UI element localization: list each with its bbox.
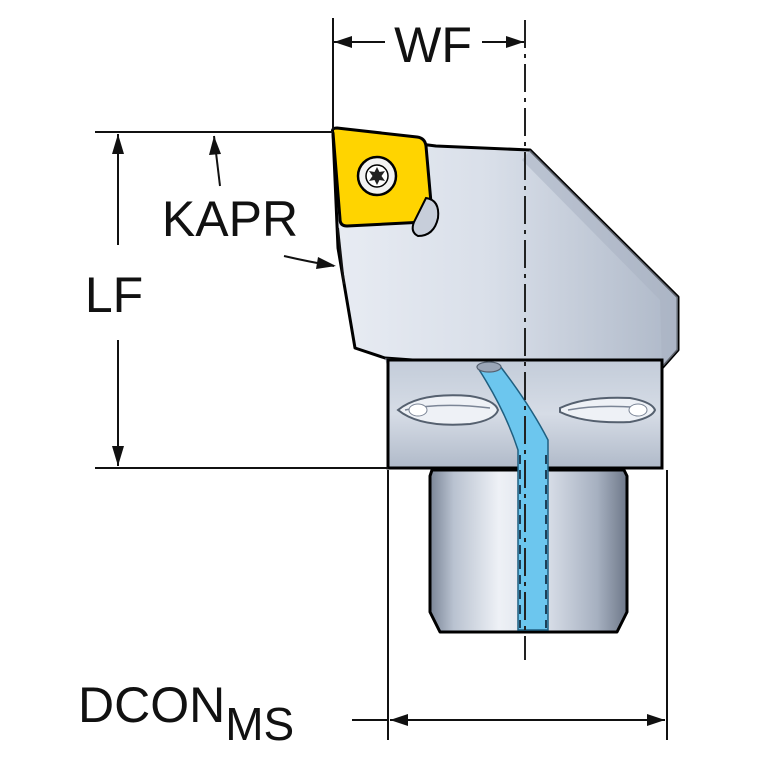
tool-head-bevel <box>522 150 678 368</box>
coolant-channel <box>476 361 549 631</box>
lf-label: LF <box>85 267 143 323</box>
dimension-kapr: KAPR <box>162 135 345 285</box>
insert-clamp-pin <box>411 196 440 238</box>
coolant-channel-path <box>476 365 549 631</box>
dcon-subscript: MS <box>225 698 294 750</box>
dimension-dcon: DCONMS <box>78 470 668 750</box>
coolant-inlet <box>476 361 502 373</box>
left-slot <box>396 394 500 426</box>
dimension-lf: LF <box>85 131 388 469</box>
torx-screw-icon <box>356 155 398 197</box>
wf-label: WF <box>394 17 472 73</box>
dimension-wf: WF <box>332 17 524 130</box>
kapr-label: KAPR <box>162 191 298 247</box>
cutting-insert <box>331 126 440 238</box>
dcon-main: DCON <box>78 677 225 733</box>
right-slot <box>559 396 657 424</box>
dcon-label: DCONMS <box>78 677 294 750</box>
